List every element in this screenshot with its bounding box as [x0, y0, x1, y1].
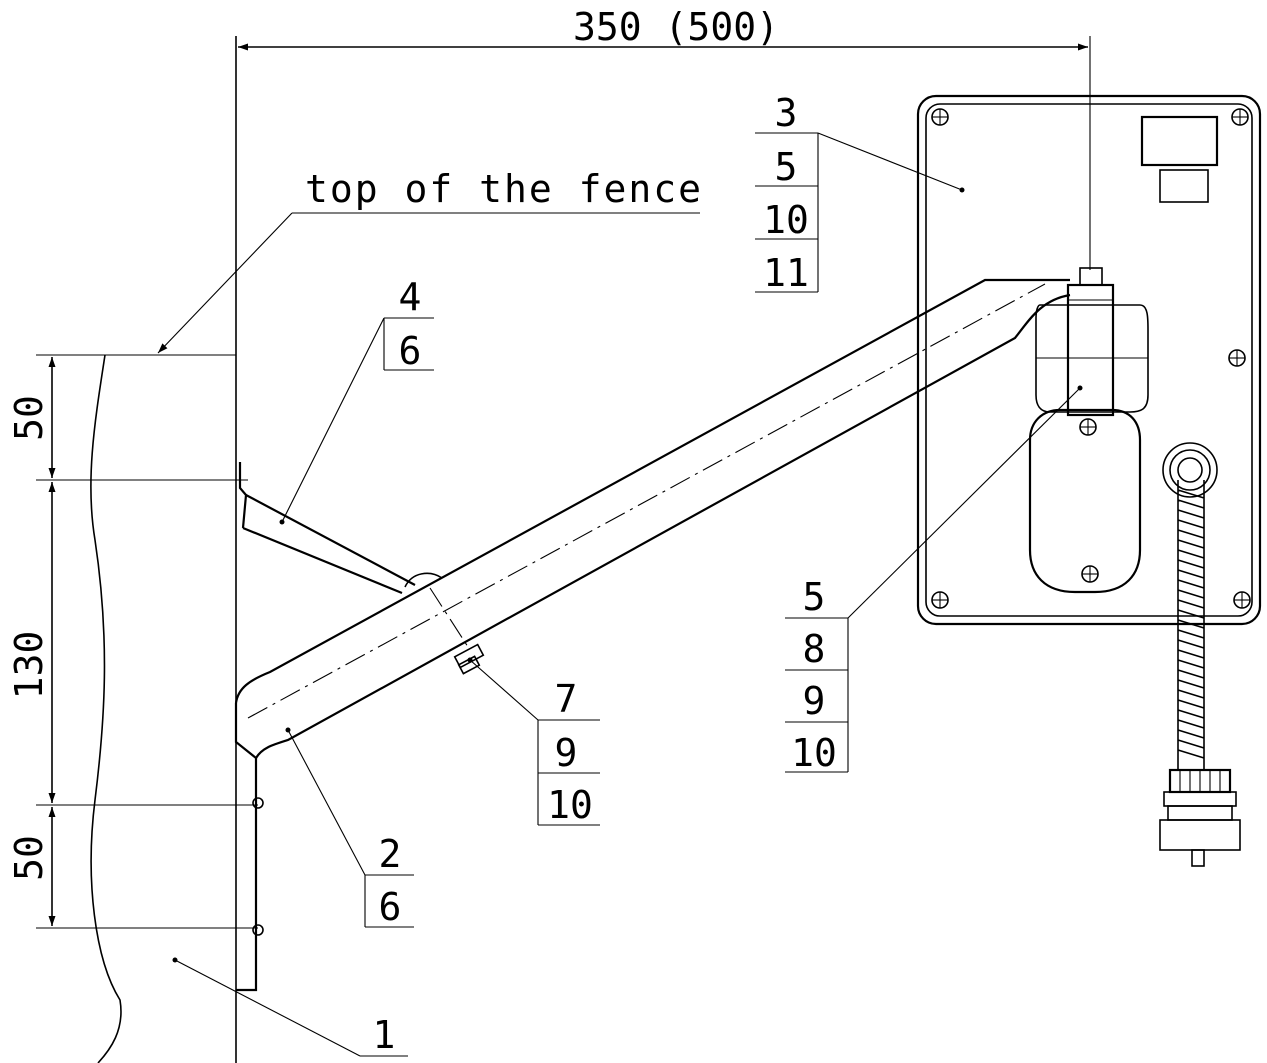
width-dimension-label: 350 (500) [573, 5, 779, 49]
fence-top-note: top of the fence [157, 167, 703, 354]
handset-cradle [1035, 304, 1149, 413]
handset-screw [1079, 418, 1099, 583]
cable-connector [1159, 768, 1241, 867]
handset [1028, 408, 1142, 594]
callout-part-5-item: 8 [803, 627, 826, 671]
callout-part-1-item: 1 [373, 1013, 396, 1057]
callout-part-4-item: 6 [399, 329, 422, 373]
callout-part-1: 1 [172, 957, 408, 1057]
telephone-enclosure [916, 94, 1262, 867]
callout-part-5-item: 10 [791, 731, 837, 775]
callout-part-2-item: 6 [379, 885, 402, 929]
fence-top-label: top of the fence [305, 167, 703, 211]
lower-gap-label: 50 [7, 835, 51, 881]
fence-break-line [90, 354, 122, 1063]
bracket-arm [234, 278, 1071, 759]
width-dimension: 350 (500) [238, 5, 1091, 270]
callout-part-3: 3 5 10 11 [755, 91, 965, 295]
callout-part-3-item: 5 [775, 145, 798, 189]
callout-part-7: 7 9 10 [467, 657, 600, 827]
keypad-window [1159, 169, 1209, 203]
vertical-dimensions: 50 130 50 [7, 354, 258, 929]
callout-part-3-item: 3 [775, 91, 798, 135]
callout-part-3-item: 10 [763, 198, 809, 242]
callout-part-5-item: 5 [803, 575, 826, 619]
fence-post [90, 36, 237, 1063]
callout-part-7-item: 9 [555, 731, 578, 775]
bracket-wall-plate [234, 703, 264, 992]
middle-gap-label: 130 [7, 631, 51, 700]
display-window [1140, 115, 1219, 167]
callout-part-2-item: 2 [379, 832, 402, 876]
upper-gap-label: 50 [7, 395, 51, 441]
enclosure-screw [931, 108, 1251, 609]
callout-part-5-item: 9 [803, 679, 826, 723]
callout-part-3-item: 11 [763, 251, 809, 295]
callout-part-4-item: 4 [399, 275, 422, 319]
callout-part-7-item: 10 [547, 783, 593, 827]
callout-part-7-item: 7 [555, 677, 578, 721]
callout-part-2: 2 6 [285, 727, 414, 929]
callout-part-5: 5 8 9 10 [785, 385, 1083, 775]
callout-part-4: 4 6 [279, 275, 434, 525]
armored-cable [1177, 480, 1205, 770]
brace [238, 462, 485, 675]
